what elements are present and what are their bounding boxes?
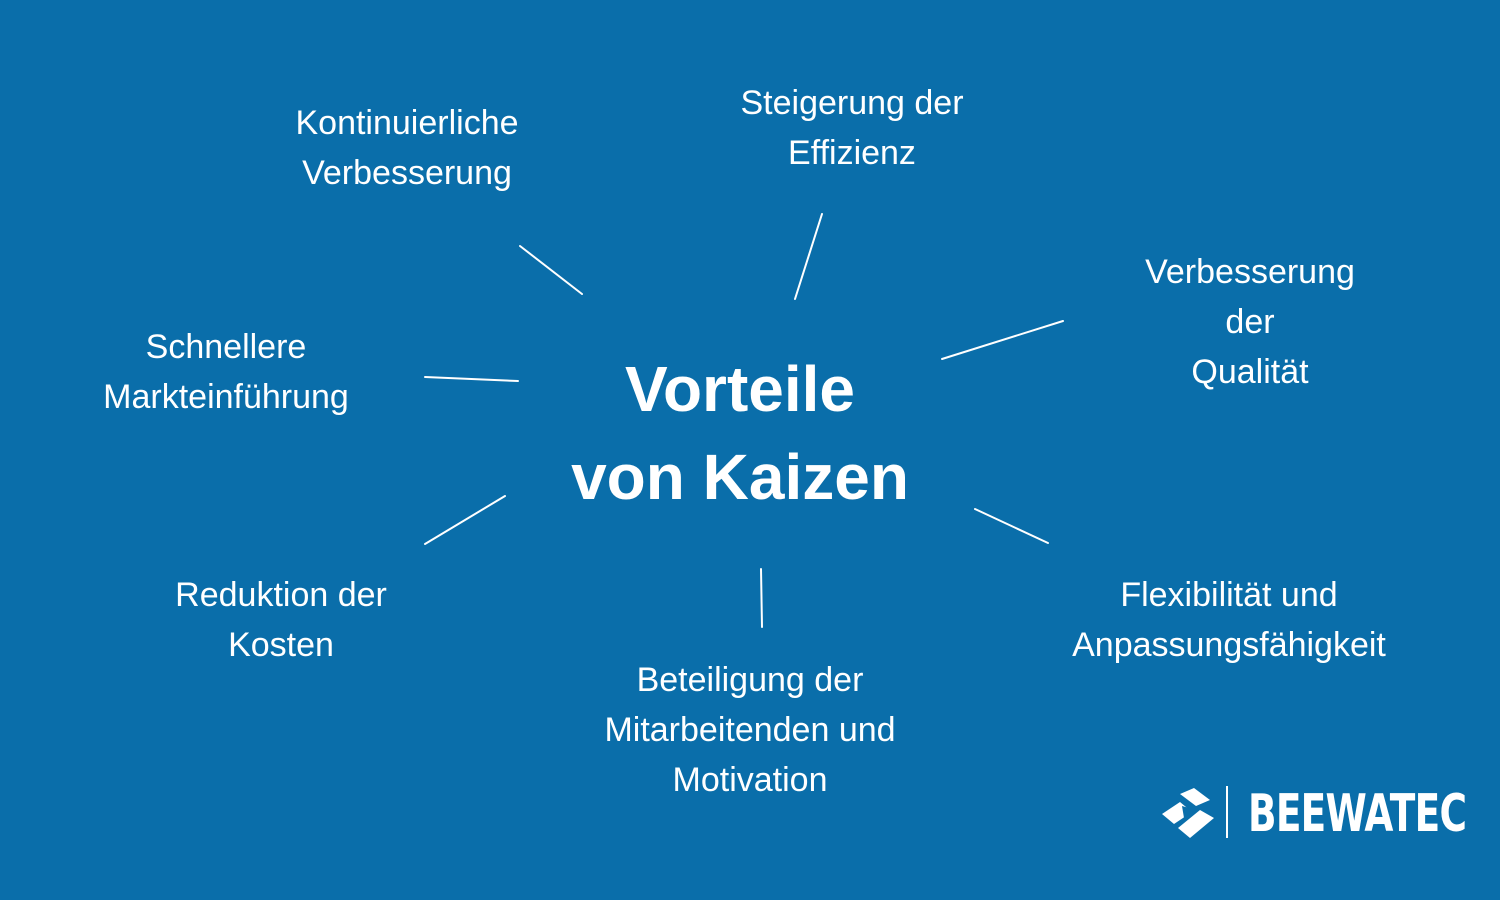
connector-markteinfuehrung <box>424 376 519 382</box>
benefit-schnellere-markteinfuehrung: Schnellere Markteinführung <box>103 328 349 416</box>
benefit-reduktion-kosten: Reduktion der Kosten <box>175 576 387 664</box>
center-title: Vorteile von Kaizen <box>571 353 909 513</box>
beewatec-logo: BEEWATEC <box>1160 786 1467 842</box>
connector-kontinuierliche <box>519 245 583 295</box>
connector-qualitaet <box>941 320 1064 360</box>
logo-divider <box>1226 786 1228 838</box>
benefit-verbesserung-qualitaet: Verbesserung der Qualität <box>1145 253 1355 391</box>
benefit-kontinuierliche-verbesserung: Kontinuierliche Verbesserung <box>295 104 519 192</box>
connector-kosten <box>424 495 506 545</box>
benefit-steigerung-effizienz: Steigerung der Effizienz <box>740 84 964 172</box>
benefit-flexibilitaet: Flexibilität und Anpassungsfähigkeit <box>1072 576 1386 664</box>
connector-beteiligung <box>760 568 763 628</box>
connector-effizienz <box>794 213 823 300</box>
brand-name: BEEWATEC <box>1248 784 1467 844</box>
beewatec-logo-mark-icon <box>1162 788 1214 838</box>
benefit-beteiligung-mitarbeitende: Beteiligung der Mitarbeitenden und Motiv… <box>604 661 896 799</box>
connector-flexibilitaet <box>974 508 1049 544</box>
